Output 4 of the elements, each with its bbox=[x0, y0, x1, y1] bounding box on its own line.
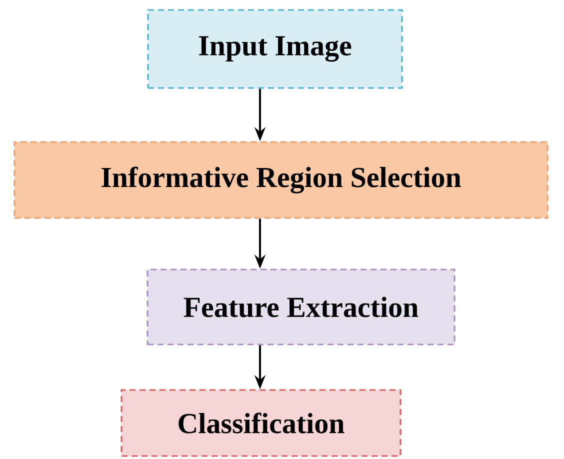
process-box: Informative Region Selection bbox=[14, 141, 548, 219]
process-box: Classification bbox=[120, 389, 402, 457]
process-box: Feature Extraction bbox=[146, 268, 456, 346]
process-box: Input Image bbox=[147, 9, 403, 89]
